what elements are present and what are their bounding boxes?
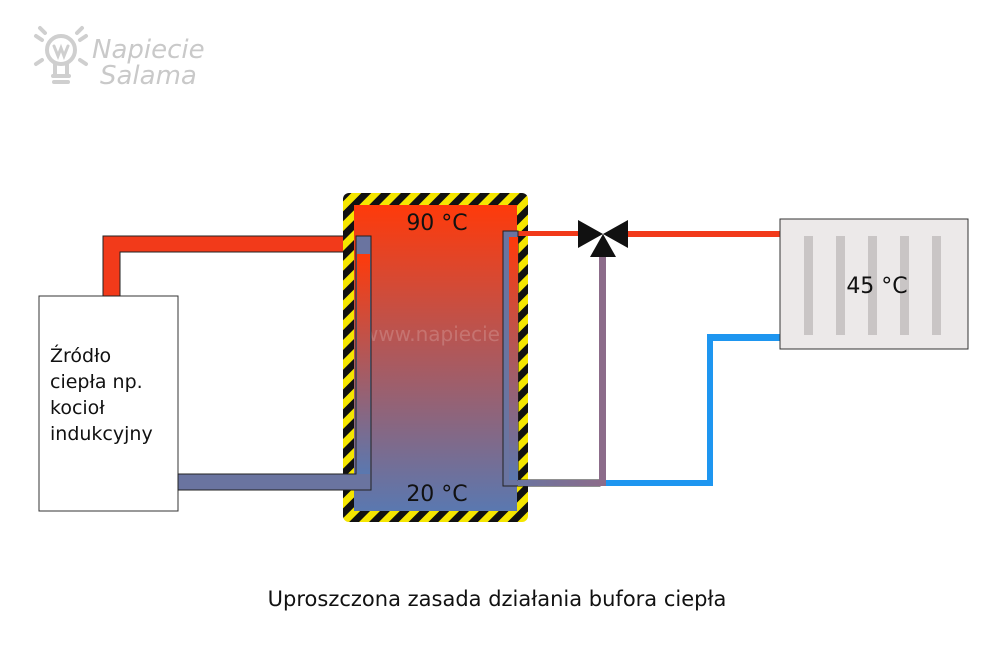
radiator-fin-1 (804, 236, 813, 335)
radiator: 45 °C (779, 218, 969, 350)
logo-line2: Salama (100, 61, 197, 91)
lightbulb-icon (34, 26, 88, 84)
logo: Napiecie Salama (34, 26, 205, 91)
source-return-pipe (177, 235, 372, 491)
radiator-fin-3 (868, 236, 877, 335)
heat-source-line-2: ciepła np. (50, 371, 143, 393)
three-way-valve-icon (578, 220, 628, 257)
source-hot-pipe (102, 235, 372, 297)
buffer-tank: www.napiecie 90 °C 20 °C (343, 193, 528, 522)
radiator-return-pipe (606, 334, 780, 486)
heat-source-line-3: kocioł (50, 397, 105, 419)
tank-body (354, 205, 517, 511)
radiator-fin-5 (932, 236, 941, 335)
diagram-caption: Uproszczona zasada działania bufora ciep… (268, 587, 727, 611)
watermark-text: www.napiecie (362, 322, 500, 346)
radiator-fin-2 (836, 236, 845, 335)
tank-top-temp: 90 °C (406, 211, 467, 236)
heat-source-box (38, 295, 179, 512)
inner-riser-left (357, 254, 370, 474)
mixing-bypass-pipe (599, 250, 606, 486)
heat-source-line-1: Źródło (50, 344, 111, 367)
radiator-fin-4 (900, 236, 909, 335)
return-to-tank-pipe (518, 480, 603, 486)
radiator-supply-pipe (628, 231, 780, 237)
radiator-temp: 45 °C (846, 274, 907, 299)
tank-bottom-temp: 20 °C (406, 482, 467, 507)
heat-source-line-4: indukcyjny (50, 423, 153, 445)
inner-riser-right (509, 237, 518, 480)
logo-line1: Napiecie (92, 35, 205, 65)
heat-source-label: Źródło ciepła np. kocioł indukcyjny (50, 344, 153, 445)
tank-hot-outlet (521, 231, 580, 236)
